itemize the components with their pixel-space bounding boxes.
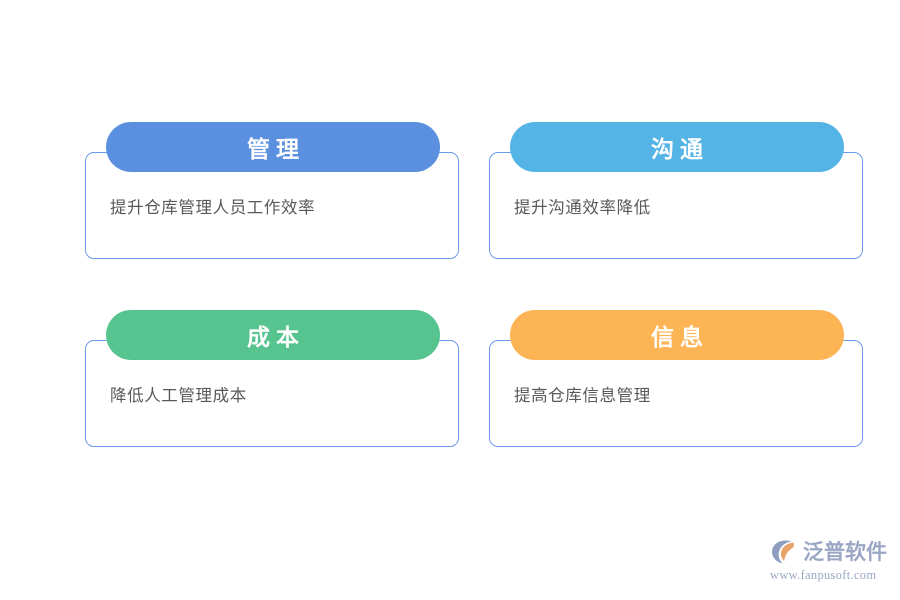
card-description: 提高仓库信息管理 [514, 387, 651, 405]
card-communication: 沟通 提升沟通效率降低 [489, 122, 863, 259]
card-title-pill: 管理 [106, 122, 440, 172]
card-title-pill: 沟通 [510, 122, 844, 172]
card-title: 沟通 [651, 136, 709, 162]
card-title-pill: 信息 [510, 310, 844, 360]
card-description: 降低人工管理成本 [110, 387, 247, 405]
card-description: 提升仓库管理人员工作效率 [110, 199, 316, 217]
card-title: 信息 [651, 324, 709, 350]
card-information: 信息 提高仓库信息管理 [489, 310, 863, 447]
card-description: 提升沟通效率降低 [514, 199, 651, 217]
card-cost: 成本 降低人工管理成本 [85, 310, 459, 447]
card-title: 管理 [247, 136, 305, 162]
fanpu-logo-icon [770, 538, 800, 566]
watermark: 泛普软件 www.fanpusoft.com [770, 537, 890, 585]
card-management: 管理 提升仓库管理人员工作效率 [85, 122, 459, 259]
card-title: 成本 [247, 324, 305, 350]
watermark-brand: 泛普软件 [803, 540, 887, 564]
watermark-url: www.fanpusoft.com [770, 568, 877, 582]
watermark-logo-row: 泛普软件 [770, 537, 890, 567]
card-title-pill: 成本 [106, 310, 440, 360]
